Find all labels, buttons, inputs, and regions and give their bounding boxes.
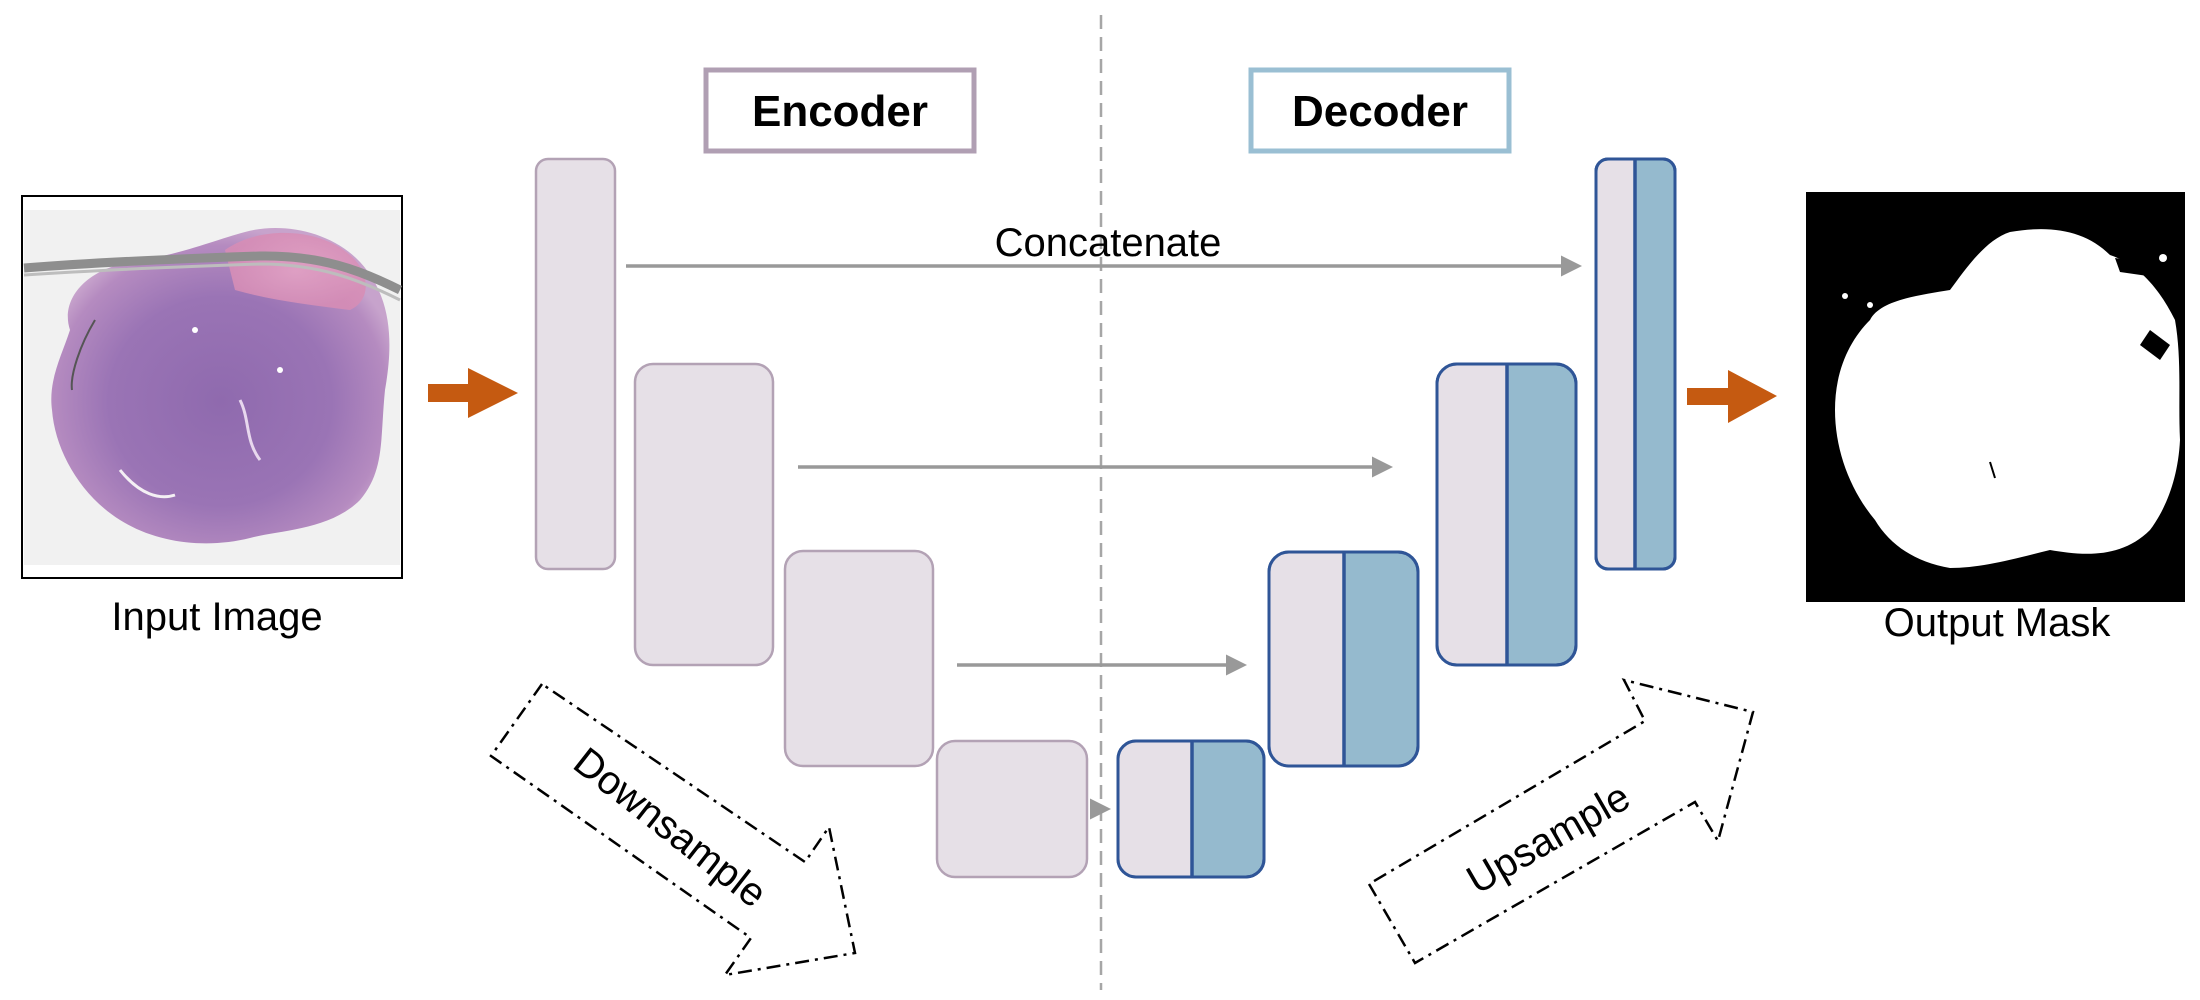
- output-flow-arrow: [1687, 370, 1777, 423]
- mask-region: [1835, 229, 2180, 569]
- input-flow-arrow: [428, 368, 518, 418]
- decoder-block-2: [1267, 550, 1420, 768]
- decoder-label-box: [1248, 67, 1512, 154]
- decoder-block-4: [1594, 157, 1677, 571]
- upsample-label: Upsample: [1460, 775, 1638, 903]
- encoder-label: Encoder: [752, 87, 928, 136]
- output-mask: [1806, 192, 2185, 602]
- encoder-block-2: [633, 362, 775, 667]
- downsample-label: Downsample: [565, 739, 774, 916]
- input-image: [21, 195, 403, 579]
- encoder-block-1: [534, 157, 617, 571]
- downsample-arrow: [489, 682, 857, 977]
- encoder-label-box: [703, 67, 977, 154]
- encoder-block-4: [935, 739, 1089, 879]
- decoder-block-1: [1116, 739, 1266, 879]
- tissue-section: [51, 227, 390, 544]
- decoder-block-3: [1435, 362, 1578, 667]
- upsample-arrow: [1367, 678, 1755, 965]
- encoder-block-3: [783, 549, 935, 768]
- decoder-label: Decoder: [1292, 87, 1468, 136]
- input-image-label: Input Image: [111, 595, 322, 639]
- output-mask-label: Output Mask: [1884, 601, 2112, 645]
- concatenate-label: Concatenate: [995, 221, 1222, 265]
